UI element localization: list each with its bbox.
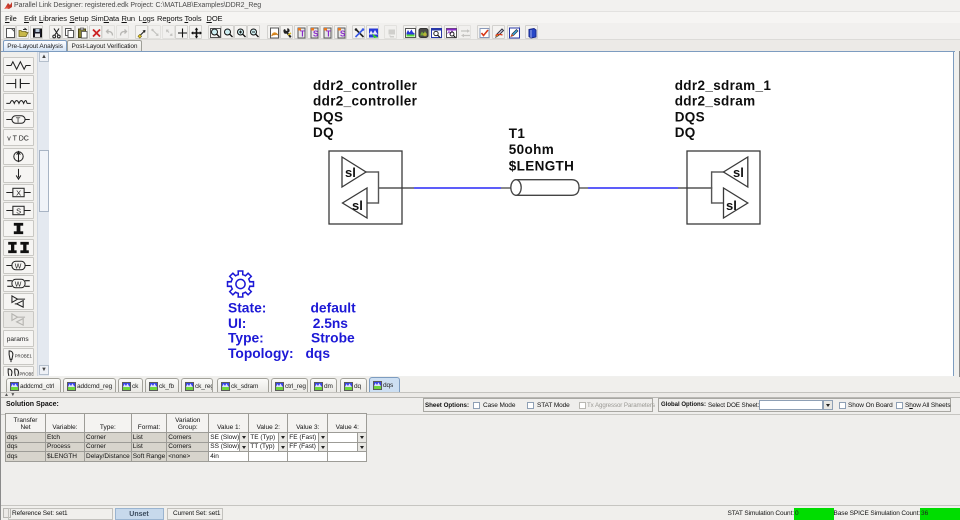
svg-text:sl: sl (733, 165, 744, 180)
svg-text:default: default (311, 301, 357, 316)
svg-text:ddr2_controller: ddr2_controller (313, 94, 418, 109)
svg-text:dqs: dqs (306, 346, 331, 361)
svg-text:T1: T1 (509, 126, 526, 141)
svg-text:sl: sl (726, 198, 737, 213)
svg-text:50ohm: 50ohm (509, 142, 554, 157)
svg-text:Topology:: Topology: (228, 346, 294, 361)
svg-text:T: T (326, 29, 331, 38)
svg-text:DQS: DQS (313, 109, 343, 124)
svg-text:Strobe: Strobe (311, 331, 355, 346)
svg-text:T: T (300, 29, 305, 38)
svg-text:v T DC: v T DC (7, 136, 29, 143)
svg-text:UI:: UI: (228, 316, 246, 331)
svg-text:ddr2_controller: ddr2_controller (313, 78, 418, 93)
svg-text:DQS: DQS (675, 109, 705, 124)
svg-text:PROBE2: PROBE2 (19, 371, 33, 376)
svg-text:W: W (15, 281, 22, 288)
svg-text:PROBE1: PROBE1 (15, 353, 33, 358)
svg-text:S: S (16, 206, 21, 215)
svg-text:DQ: DQ (675, 125, 696, 140)
svg-text:sl: sl (345, 165, 356, 180)
svg-text:$LENGTH: $LENGTH (509, 159, 574, 174)
svg-text:ddr2_sdram: ddr2_sdram (675, 94, 756, 109)
svg-text:sl: sl (352, 198, 363, 213)
svg-text:S: S (340, 29, 346, 38)
svg-text:Type:: Type: (228, 331, 264, 346)
svg-text:DQ: DQ (313, 125, 334, 140)
svg-text:S: S (313, 29, 319, 38)
svg-text:params: params (7, 335, 30, 342)
svg-text:X: X (16, 188, 21, 197)
svg-text:ddr2_sdram_1: ddr2_sdram_1 (675, 78, 772, 93)
svg-text:W: W (15, 263, 22, 270)
svg-text:State:: State: (228, 301, 266, 316)
svg-text:2.5ns: 2.5ns (313, 316, 349, 331)
svg-text:T: T (16, 115, 21, 124)
